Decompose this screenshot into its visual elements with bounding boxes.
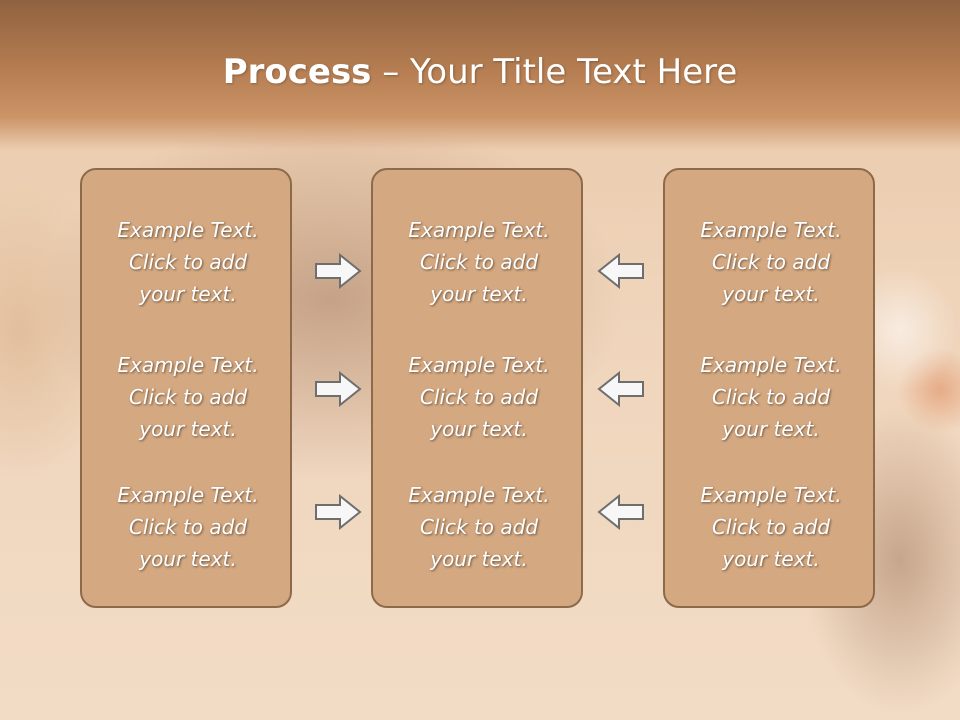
box2-text-2[interactable]: Example Text. Click to add your text.: [373, 349, 585, 445]
text-line: Example Text.: [117, 218, 259, 242]
title-band: [0, 0, 960, 150]
title-bold: Process: [222, 52, 372, 92]
arrow-left-icon: [597, 371, 644, 407]
text-line: Click to add: [128, 385, 248, 409]
process-box-1[interactable]: Example Text. Click to add your text. Ex…: [80, 168, 292, 608]
title-rest: – Your Title Text Here: [371, 52, 738, 92]
text-line: Example Text.: [700, 483, 842, 507]
text-line: your text.: [139, 417, 237, 441]
text-line: Click to add: [711, 515, 831, 539]
text-line: Click to add: [419, 385, 539, 409]
arrow-right-icon: [315, 494, 362, 530]
box2-text-1[interactable]: Example Text. Click to add your text.: [373, 214, 585, 310]
box2-text-3[interactable]: Example Text. Click to add your text.: [373, 479, 585, 575]
text-line: your text.: [430, 547, 528, 571]
text-line: Example Text.: [408, 353, 550, 377]
process-box-3[interactable]: Example Text. Click to add your text. Ex…: [663, 168, 875, 608]
slide-title[interactable]: Process – Your Title Text Here: [0, 52, 960, 92]
text-line: Click to add: [419, 515, 539, 539]
box1-text-1[interactable]: Example Text. Click to add your text.: [82, 214, 294, 310]
text-line: Example Text.: [408, 218, 550, 242]
text-line: Example Text.: [117, 353, 259, 377]
text-line: your text.: [430, 417, 528, 441]
text-line: Example Text.: [408, 483, 550, 507]
text-line: your text.: [139, 282, 237, 306]
text-line: Click to add: [711, 385, 831, 409]
text-line: your text.: [139, 547, 237, 571]
box3-text-2[interactable]: Example Text. Click to add your text.: [665, 349, 877, 445]
text-line: your text.: [722, 282, 820, 306]
text-line: Example Text.: [700, 353, 842, 377]
box1-text-3[interactable]: Example Text. Click to add your text.: [82, 479, 294, 575]
arrow-left-icon: [597, 253, 644, 289]
text-line: Click to add: [128, 515, 248, 539]
text-line: Click to add: [419, 250, 539, 274]
text-line: your text.: [722, 417, 820, 441]
box1-text-2[interactable]: Example Text. Click to add your text.: [82, 349, 294, 445]
text-line: Click to add: [711, 250, 831, 274]
arrow-right-icon: [315, 253, 362, 289]
text-line: Example Text.: [117, 483, 259, 507]
process-box-2[interactable]: Example Text. Click to add your text. Ex…: [371, 168, 583, 608]
text-line: Click to add: [128, 250, 248, 274]
box3-text-1[interactable]: Example Text. Click to add your text.: [665, 214, 877, 310]
text-line: your text.: [722, 547, 820, 571]
text-line: your text.: [430, 282, 528, 306]
text-line: Example Text.: [700, 218, 842, 242]
box3-text-3[interactable]: Example Text. Click to add your text.: [665, 479, 877, 575]
arrow-left-icon: [597, 494, 644, 530]
arrow-right-icon: [315, 371, 362, 407]
